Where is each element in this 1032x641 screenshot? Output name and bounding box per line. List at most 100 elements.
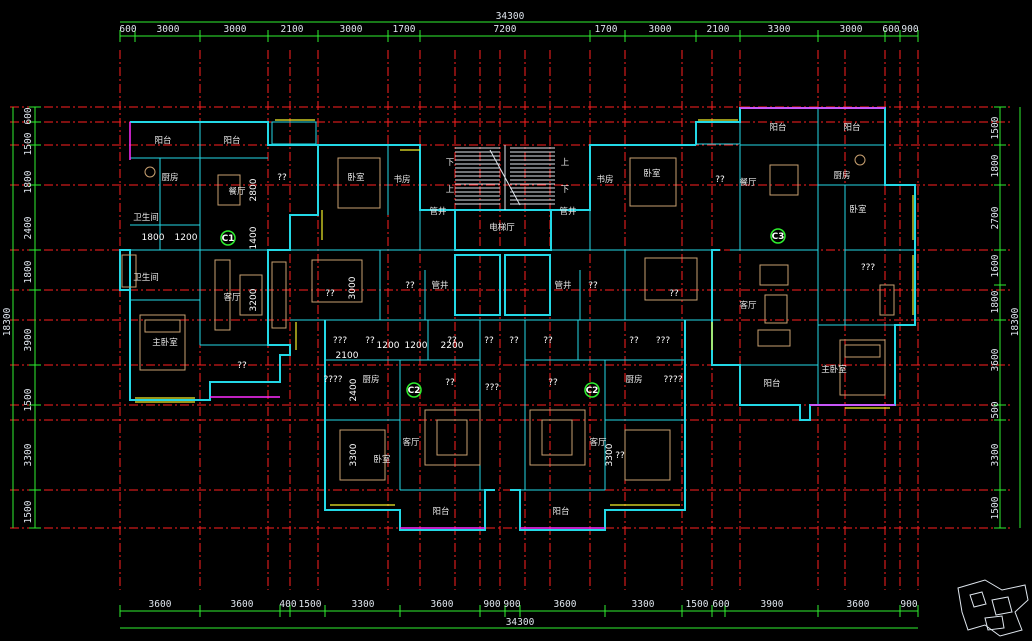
dim-text: 3000: [224, 24, 247, 35]
dim-text: 900: [483, 599, 500, 610]
unit-marker: C1: [220, 230, 236, 246]
dim-text: 1200: [175, 233, 198, 243]
dim-text: 2700: [990, 206, 1001, 229]
top-segment-labels: 600 3000 3000 2100 3000 1700 7200 1700 3…: [119, 24, 918, 35]
dim-text: 1800: [23, 260, 34, 283]
dim-text: 600: [882, 24, 899, 35]
key-plan-icon: [957, 579, 1029, 637]
room-label: ??: [548, 378, 558, 388]
dim-text: 1500: [990, 496, 1001, 519]
room-label: ??: [325, 289, 335, 299]
svg-text:C2: C2: [586, 386, 599, 396]
room-label: 阳台: [843, 122, 860, 133]
room-label: 主卧室: [152, 337, 178, 348]
dim-text: 1400: [249, 226, 259, 249]
unit-marker: C2: [584, 382, 600, 398]
dim-text: 1700: [393, 24, 416, 35]
dim-text: 500: [990, 401, 1001, 418]
dim-text: 3000: [340, 24, 363, 35]
room-label: 厨房: [161, 172, 178, 183]
room-label: 卧室: [643, 168, 661, 179]
dim-text: 600: [23, 107, 34, 124]
room-label: ??: [615, 451, 625, 461]
dim-text: 2400: [23, 216, 34, 239]
dim-text: 3300: [352, 599, 375, 610]
stair-label: 下: [446, 158, 455, 168]
right-segment-labels: 1500 1800 2700 1600 1800 3600 500 3300 1…: [990, 116, 1001, 519]
svg-text:C3: C3: [772, 232, 785, 242]
dim-text: 900: [900, 599, 917, 610]
room-label: 卧室: [373, 454, 391, 465]
dim-text: 3300: [349, 443, 359, 466]
dim-text: 2400: [349, 378, 359, 401]
total-top-dim: 34300: [496, 11, 525, 22]
room-label: 阳台: [154, 135, 171, 146]
dim-text: 3600: [149, 599, 172, 610]
dim-text: 3300: [605, 443, 615, 466]
building-walls: [119, 107, 916, 531]
room-label: 客厅: [402, 437, 420, 448]
room-label: 主卧室: [821, 364, 847, 375]
top-dimension-ticks: [119, 30, 919, 42]
dim-text: 1700: [595, 24, 618, 35]
room-label: 书房: [393, 174, 410, 185]
room-label: 客厅: [739, 300, 757, 311]
room-label: ??: [629, 336, 639, 346]
dim-text: 1500: [23, 388, 34, 411]
room-label: 管井: [429, 206, 446, 217]
room-label: 卧室: [347, 172, 365, 183]
inner-dimension-labels: 1800 1200 2800 1400 3200 3000 2100 1200 …: [142, 178, 615, 466]
room-label: ???: [485, 383, 500, 393]
room-label: 卧室: [849, 204, 867, 215]
total-bottom-dim: 34300: [506, 617, 535, 628]
dim-text: 3900: [23, 328, 34, 351]
balcony-rails: [129, 107, 895, 529]
dim-text: 3300: [632, 599, 655, 610]
room-label: 阳台: [223, 135, 240, 146]
room-label: ???: [861, 263, 876, 273]
dim-text: 2100: [707, 24, 730, 35]
dim-text: 1200: [405, 341, 428, 351]
dim-text: 2800: [249, 178, 259, 201]
dim-text: 2100: [281, 24, 304, 35]
bottom-dimension-ticks: [119, 605, 919, 617]
dim-text: 3300: [990, 443, 1001, 466]
dim-text: 1500: [23, 500, 34, 523]
dim-text: 3600: [990, 348, 1001, 371]
dim-text: 600: [712, 599, 729, 610]
room-label: ??: [405, 281, 415, 291]
dim-text: 3600: [554, 599, 577, 610]
room-label: ??: [277, 173, 287, 183]
dim-text: 1500: [299, 599, 322, 610]
room-label: 卫生间: [133, 212, 159, 223]
dim-text: 3600: [431, 599, 454, 610]
furniture: [121, 154, 895, 481]
room-label: 卫生间: [133, 272, 159, 283]
room-label: 客厅: [223, 292, 241, 303]
room-label: ????: [323, 375, 342, 385]
dim-text: 3300: [768, 24, 791, 35]
dim-text: 1800: [990, 290, 1001, 313]
svg-text:C1: C1: [222, 234, 235, 244]
room-label: 书房: [596, 174, 613, 185]
room-label: ??: [588, 281, 598, 291]
room-label: 阳台: [552, 506, 569, 517]
total-left-dim: 18300: [2, 307, 13, 336]
dim-text: 3000: [649, 24, 672, 35]
dim-text: 3600: [847, 599, 870, 610]
unit-markers: C1 C2 C2 C3: [220, 228, 786, 398]
left-dimension-ticks: [29, 106, 41, 529]
dim-text: 1500: [990, 116, 1001, 139]
dim-text: 2200: [441, 341, 464, 351]
dim-text: 1200: [377, 341, 400, 351]
dim-text: 1800: [142, 233, 165, 243]
dim-text: 600: [119, 24, 136, 35]
room-label: ??: [237, 361, 247, 371]
room-label: ??: [715, 175, 725, 185]
room-label: 电梯厅: [489, 222, 515, 233]
dim-text: 7200: [494, 24, 517, 35]
dim-text: 3900: [761, 599, 784, 610]
room-label: ??: [509, 336, 519, 346]
dim-text: 2100: [336, 351, 359, 361]
